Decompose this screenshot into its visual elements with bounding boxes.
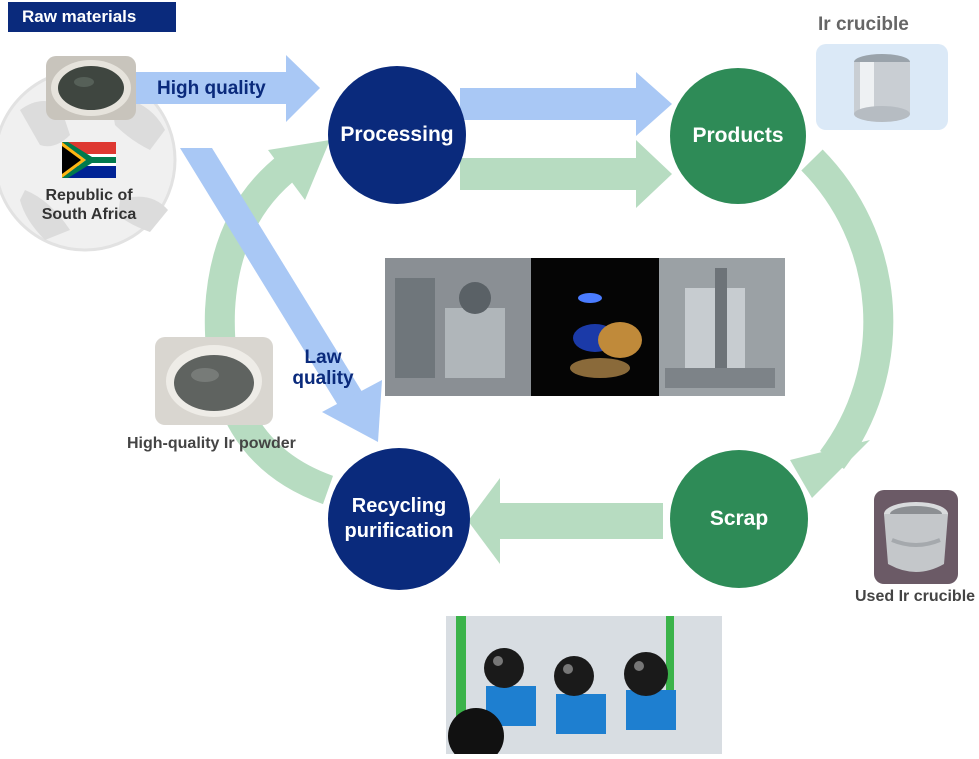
arrow-processing-to-products-blue: [460, 88, 640, 120]
arrowhead-processing-to-products-green: [636, 140, 672, 208]
raw-materials-title: Raw materials: [8, 2, 176, 32]
arrow-recycling-to-processing: [204, 153, 334, 505]
ir-powder-label: High-quality Ir powder: [127, 435, 296, 452]
arrow-processing-to-products-green: [460, 158, 640, 190]
arrow-raw-to-processing: [135, 72, 290, 104]
recycling-equipment-photo: [446, 616, 722, 759]
node-scrap: Scrap: [670, 450, 808, 588]
arrow-products-to-scrap: [801, 149, 894, 470]
raw-material-photo: [46, 56, 136, 120]
high-quality-label: High quality: [157, 78, 266, 99]
arrowhead-raw-to-processing: [286, 55, 320, 122]
node-recycling-purification: Recycling purification: [328, 448, 470, 590]
used-ir-crucible-label: Used Ir crucible: [855, 588, 976, 605]
south-africa-flag-icon: [62, 142, 116, 178]
used-ir-crucible-photo: [874, 490, 958, 584]
country-label: Republic of South Africa: [41, 187, 137, 223]
low-quality-label: Law quality: [292, 347, 354, 389]
ir-powder-photo: [155, 337, 273, 425]
arrowhead-recycling-to-processing: [268, 140, 330, 200]
arrow-raw-to-recycling: [180, 148, 372, 412]
arrow-scrap-to-recycling-body: [500, 503, 663, 539]
ir-crucible-label: Ir crucible: [818, 14, 909, 35]
arrowhead-processing-to-products-blue: [636, 72, 672, 136]
ir-crucible-photo: [816, 44, 948, 130]
processing-equipment-photo: [385, 258, 785, 396]
arrowhead-raw-to-recycling: [322, 380, 382, 442]
arrowhead-scrap-to-recycling: [468, 478, 500, 564]
node-processing: Processing: [328, 66, 466, 204]
arrowhead-products-to-scrap: [790, 440, 870, 498]
node-products: Products: [670, 68, 806, 204]
